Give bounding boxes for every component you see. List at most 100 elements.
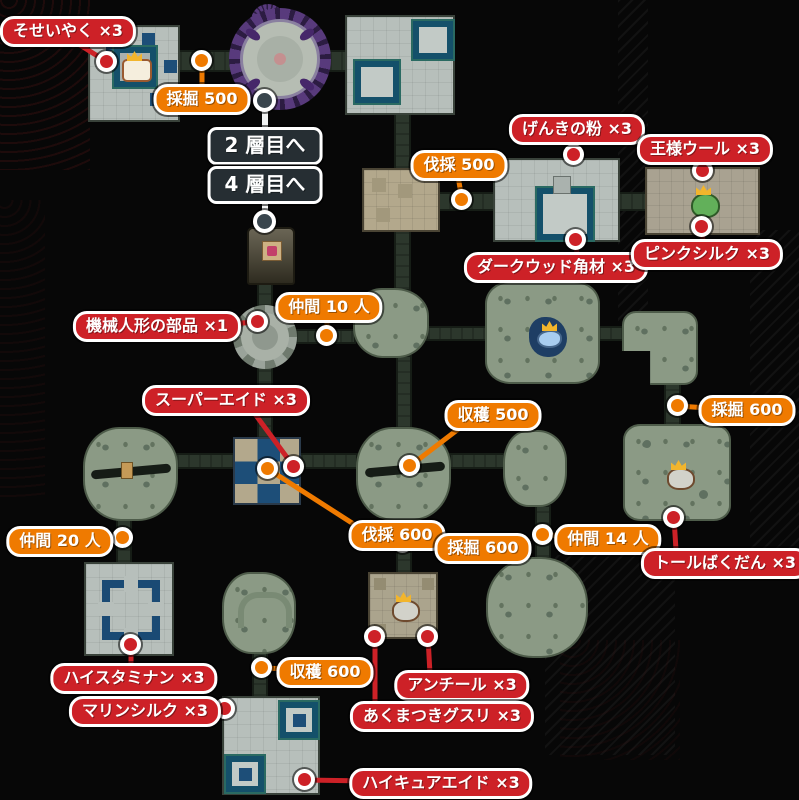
rock-spot <box>643 440 651 448</box>
req-label-saikutsu-600-east: 採掘 600 <box>698 395 796 427</box>
room-sage-small <box>503 430 567 507</box>
marker-dot-high-cure-aid <box>294 769 315 790</box>
item-label-genki-no-kona: げんきの粉 ×3 <box>508 114 646 146</box>
corridor <box>299 453 358 469</box>
floor-link-4f: 4 層目へ <box>207 166 323 204</box>
ring-gap <box>124 576 138 592</box>
ring-gap <box>148 602 164 616</box>
crowned-rock-icon <box>667 468 695 490</box>
marker-dot-nakama-14 <box>532 524 553 545</box>
crown-icon <box>396 592 411 602</box>
marker-dot-floor-4 <box>253 210 276 233</box>
tan-tile <box>422 578 434 590</box>
item-label-kikai-ningyou: 機械人形の部品 ×1 <box>72 311 242 343</box>
room-north-gray <box>345 15 455 115</box>
tan-tile <box>372 178 386 192</box>
room-resurrection-potion <box>88 25 180 122</box>
req-label-bassai-600: 伐採 600 <box>348 520 446 552</box>
sage-ridge <box>238 592 292 628</box>
item-label-tall-bakudan: トールばくだん ×3 <box>640 548 799 580</box>
crowned-chest-icon <box>122 59 152 82</box>
blue-tile <box>142 33 155 46</box>
corridor <box>597 326 625 341</box>
crowned-rock-icon <box>392 600 420 622</box>
blue-frame-cell <box>353 59 401 105</box>
item-label-marine-silk: マリンシルク ×3 <box>68 696 222 728</box>
room-sage-l-shape <box>622 311 698 385</box>
item-label-anchiiru: アンチール ×3 <box>394 670 530 702</box>
req-label-bassai-500: 伐採 500 <box>410 150 508 182</box>
marker-dot-shuukaku-500 <box>399 455 420 476</box>
crowned-frog-icon <box>691 193 720 218</box>
gear-ring-core <box>274 53 286 65</box>
tan-tile <box>398 184 412 198</box>
req-label-nakama-10: 仲間 10 人 <box>275 292 383 324</box>
blue-tile <box>293 714 306 727</box>
room-crevice-west <box>83 427 178 521</box>
stair-doorway-structure <box>247 227 295 285</box>
marker-dot-tall-bakudan <box>663 507 684 528</box>
room-king-rock-east <box>623 424 731 521</box>
ring-gap <box>98 602 114 616</box>
item-label-super-aid: スーパーエイド ×3 <box>142 385 310 417</box>
marker-dot-shuukaku-600 <box>251 657 272 678</box>
marker-dot-nakama-10 <box>316 325 337 346</box>
room-high-cure-aid <box>222 696 320 795</box>
marker-dot-pink-silk <box>691 216 712 237</box>
marker-dot-high-staminan <box>120 634 141 655</box>
req-label-shuukaku-500: 収穫 500 <box>444 400 542 432</box>
blue-frame-cell <box>535 186 595 242</box>
marker-dot-super-aid <box>283 456 304 477</box>
background-texture <box>560 640 680 760</box>
crowned-fish-icon <box>537 330 562 348</box>
item-label-high-cure-aid: ハイキュアエイド ×3 <box>349 768 533 800</box>
marker-dot-darkwood <box>565 229 586 250</box>
pedestal <box>553 176 571 194</box>
req-label-shuukaku-600: 収穫 600 <box>276 657 374 689</box>
door-switch-icon <box>262 241 282 261</box>
blue-frame-cell <box>278 700 320 740</box>
background-texture <box>0 200 45 500</box>
crown-icon <box>542 321 557 331</box>
tan-tile <box>376 208 390 222</box>
tan-tile <box>374 578 386 590</box>
req-label-nakama-20: 仲間 20 人 <box>6 526 114 558</box>
blue-tile <box>164 60 177 73</box>
crown-icon <box>696 185 711 195</box>
blue-frame-cell <box>411 19 455 61</box>
crown-icon <box>671 460 686 470</box>
marker-dot-akumatsuki <box>364 626 385 647</box>
req-label-saikutsu-600-south: 採掘 600 <box>434 533 532 565</box>
floor-link-2f: 2 層目へ <box>207 127 323 165</box>
blue-tile <box>239 768 252 781</box>
marker-dot-anchiiru <box>417 626 438 647</box>
room-junction-tan <box>362 168 440 232</box>
marker-dot-bassai-600 <box>257 458 278 479</box>
item-label-darkwood-kakuzai: ダークウッド角材 ×3 <box>463 252 649 284</box>
rock-spot <box>699 490 708 499</box>
marker-dot-saikutsu-600-east <box>667 395 688 416</box>
item-label-ousama-wool: 王様ウール ×3 <box>636 134 774 166</box>
bridge-plank <box>121 462 133 479</box>
item-label-akumatsuki: あくまつきグスリ ×3 <box>349 701 535 733</box>
corridor <box>394 229 411 291</box>
room-king-fish-pond <box>485 281 600 384</box>
marker-dot-soseiyaku <box>96 51 117 72</box>
crown-icon <box>127 51 142 61</box>
corridor <box>175 453 235 469</box>
blue-frame-cell <box>224 754 266 794</box>
item-label-pink-silk: ピンクシルク ×3 <box>630 239 784 271</box>
room-round-south <box>486 557 588 658</box>
corridor <box>394 112 411 170</box>
marker-dot-genki-no-kona <box>563 144 584 165</box>
marker-dot-nakama-20 <box>112 527 133 548</box>
corridor <box>618 192 648 211</box>
corridor <box>426 326 488 341</box>
corridor <box>396 355 412 430</box>
room-darkwood <box>493 158 620 242</box>
item-label-soseiyaku: そせいやく ×3 <box>0 16 137 48</box>
req-label-nakama-14: 仲間 14 人 <box>554 524 662 556</box>
item-label-high-staminan: ハイスタミナン ×3 <box>50 663 218 695</box>
marker-dot-floor-2 <box>253 89 276 112</box>
